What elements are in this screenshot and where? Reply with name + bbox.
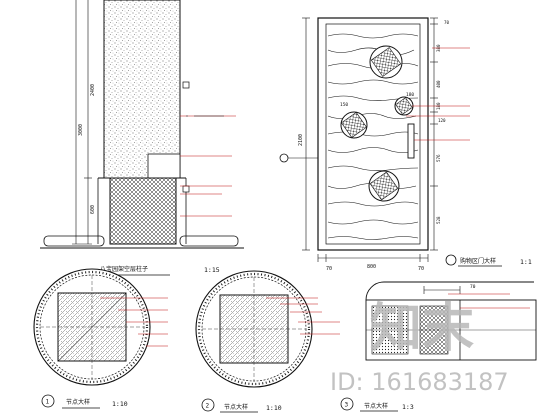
door-porthole xyxy=(369,45,403,79)
dim-lower: 600 xyxy=(90,205,96,214)
node-2-scale: 1:10 xyxy=(266,404,282,412)
door-title: 购物区门大样 xyxy=(460,257,496,265)
node-1-number: 1 xyxy=(46,399,50,406)
dim-right-4: 120 xyxy=(438,118,446,123)
door-scale: 1:1 xyxy=(520,258,532,266)
dim-right-2: 400 xyxy=(436,80,441,88)
watermark: 知末 ID: 161683187 xyxy=(330,299,509,396)
node-detail-3: 70 3 节点大样 1:3 xyxy=(340,281,537,412)
node-1-title: 节点大样 xyxy=(66,398,90,406)
node-1-scale: 1:10 xyxy=(112,400,128,408)
dim-circle-2: 150 xyxy=(340,102,348,108)
detail-marker xyxy=(445,254,457,266)
column-scale: 1:15 xyxy=(204,266,220,274)
column-title: 八宝园架空层柱子 xyxy=(100,265,148,273)
column-elevation: 2400 3000 600 八宝园架空层柱子 1:15 xyxy=(40,0,244,276)
dim-right-0: 70 xyxy=(444,20,450,25)
dim-upper: 2400 xyxy=(90,84,96,96)
dim-right-5: 576 xyxy=(436,154,441,162)
dim-total: 3000 xyxy=(78,124,84,136)
dim-door-width: 800 xyxy=(367,264,376,270)
node-detail-1: 1 节点大样 1:10 xyxy=(33,268,168,409)
node-3-number: 3 xyxy=(345,402,349,409)
dim-door-left: 70 xyxy=(326,266,332,272)
door-porthole xyxy=(368,170,400,202)
watermark-id: ID: 161683187 xyxy=(330,368,509,396)
dim-right-6: 528 xyxy=(436,216,441,224)
node-3-dim: 70 xyxy=(470,284,476,290)
door-handle xyxy=(407,123,415,159)
door-porthole xyxy=(340,111,368,139)
door-detail: 180 150 2100 70 380 400 180 120 576 528 xyxy=(279,17,532,272)
node-2-number: 2 xyxy=(206,403,210,410)
dim-door-right: 70 xyxy=(418,266,424,272)
node-2-title: 节点大样 xyxy=(224,403,248,411)
door-porthole xyxy=(394,96,414,116)
dim-door-height: 2100 xyxy=(298,134,304,146)
node-detail-2: 2 节点大样 1:10 xyxy=(195,270,340,413)
node-3-scale: 1:3 xyxy=(402,403,414,411)
dim-circle-1: 180 xyxy=(406,92,414,98)
node-3-title: 节点大样 xyxy=(364,402,388,410)
watermark-logo: 知末 xyxy=(370,299,474,359)
